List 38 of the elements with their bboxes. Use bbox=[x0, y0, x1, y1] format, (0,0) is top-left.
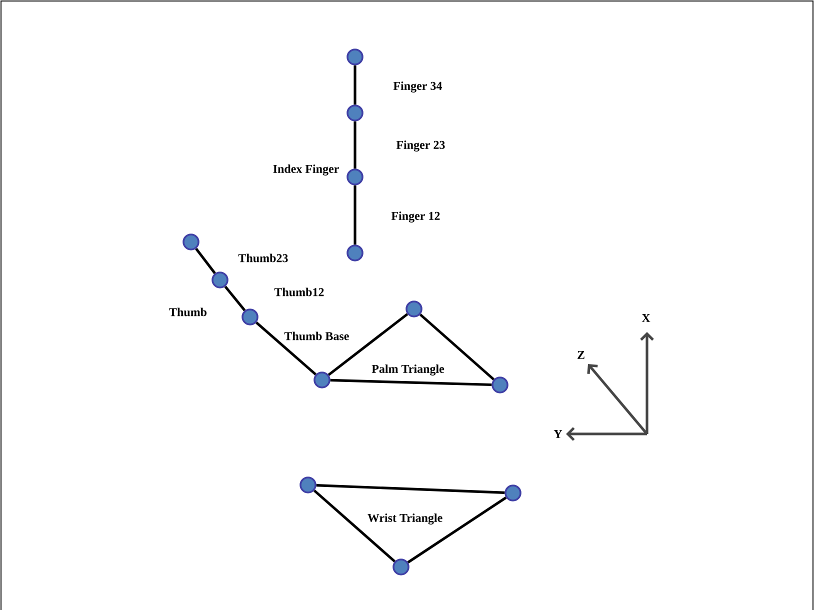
joint-dot bbox=[346, 168, 364, 186]
joint-dot bbox=[314, 372, 330, 388]
segment-line bbox=[255, 322, 317, 376]
segment-line bbox=[330, 378, 492, 386]
segment-line bbox=[419, 314, 495, 380]
joint-dot bbox=[242, 308, 258, 326]
edge-label: Finger 23 bbox=[396, 140, 445, 152]
joint-dot bbox=[392, 558, 410, 576]
part-label: Palm Triangle bbox=[372, 364, 444, 376]
segment-line bbox=[407, 496, 507, 564]
joint-dot bbox=[504, 484, 522, 502]
joint-dot bbox=[346, 244, 364, 262]
edge-label: Finger 12 bbox=[391, 212, 440, 222]
joint-dot bbox=[346, 104, 364, 122]
part-label: Thumb bbox=[169, 308, 207, 316]
joint-dot bbox=[346, 48, 364, 66]
joint-dot bbox=[182, 234, 200, 250]
segment-line bbox=[313, 490, 396, 562]
edge-label: Thumb23 bbox=[238, 254, 288, 262]
segment-line bbox=[354, 185, 356, 245]
edge-label: Thumb12 bbox=[274, 288, 324, 296]
joint-dot bbox=[406, 300, 422, 318]
joint-dot bbox=[492, 376, 508, 394]
joint-dot bbox=[300, 476, 316, 494]
part-label: Wrist Triangle bbox=[368, 514, 442, 524]
edge-label: Thumb Base bbox=[284, 332, 349, 340]
part-label: X bbox=[642, 314, 650, 322]
joint-dot bbox=[212, 272, 228, 288]
segment-line bbox=[354, 121, 356, 169]
part-label: Y bbox=[554, 430, 562, 438]
part-label: Index Finger bbox=[273, 164, 339, 176]
edge-label: Finger 34 bbox=[393, 82, 442, 92]
segment-line bbox=[316, 484, 505, 494]
part-label: Z bbox=[578, 351, 584, 359]
segment-line bbox=[354, 65, 356, 105]
segment-line bbox=[195, 248, 216, 274]
segment-line bbox=[328, 313, 408, 376]
segment-line bbox=[224, 286, 246, 312]
